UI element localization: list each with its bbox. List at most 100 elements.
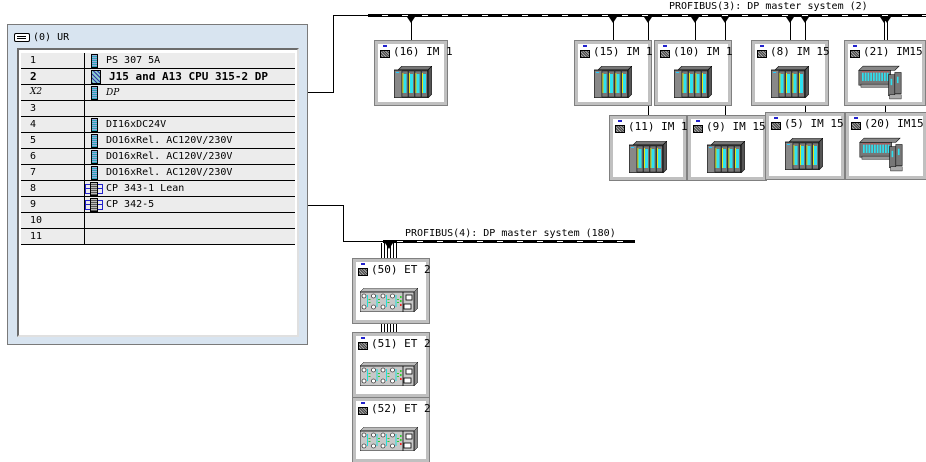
module-name: DP <box>106 87 120 98</box>
station-header: (8) IM 15 <box>757 45 830 58</box>
et-wire <box>387 322 388 334</box>
module-cell[interactable] <box>85 213 295 228</box>
station-label: (8) IM 15 <box>770 45 830 58</box>
dp-slave-icon <box>615 120 625 133</box>
station-label: (16) IM 1 <box>393 45 453 58</box>
dp-slave-station[interactable]: (16) IM 1 <box>374 40 453 106</box>
module-cell[interactable]: PS 307 5A <box>85 53 295 68</box>
station-label: (9) IM 15 <box>706 120 766 133</box>
slot-number: 8 <box>21 181 85 196</box>
module-cell[interactable] <box>85 101 295 116</box>
station-label: (52) ET 2 <box>371 402 431 415</box>
module-name: DO16xRel. AC120V/230V <box>106 151 233 162</box>
module-icon <box>91 165 98 180</box>
rack-row[interactable]: 8 CP 343-1 Lean <box>21 181 295 197</box>
et-wire <box>396 322 397 334</box>
dp-slave-station[interactable]: (5) IM 15 <box>765 112 845 180</box>
slot-number: 6 <box>21 149 85 164</box>
dp-slave-station[interactable]: (51) ET 2 <box>352 332 431 398</box>
rack-title-text: (0) UR <box>33 31 70 43</box>
dp-slave-station[interactable]: (50) ET 2 <box>352 258 431 324</box>
et-wire <box>381 243 382 261</box>
dp-slave-station[interactable]: (11) IM 1 <box>609 115 688 181</box>
station-header: (50) ET 2 <box>358 263 431 276</box>
module-icon <box>91 149 98 164</box>
profibus-3-dash <box>368 15 926 16</box>
station-label: (11) IM 1 <box>628 120 688 133</box>
s7-300-rack-icon <box>771 66 809 98</box>
dp-slave-station[interactable]: (20) IM15 <box>845 112 926 180</box>
profibus-4-dash <box>383 241 635 242</box>
station-label: (21) IM15 <box>863 45 923 58</box>
et-wire <box>390 322 391 334</box>
module-cell[interactable]: CP 342-5 <box>85 197 295 212</box>
station-header: (52) ET 2 <box>358 402 431 415</box>
et-wire <box>384 322 385 334</box>
cp-wire <box>343 205 344 242</box>
power-supply-icon <box>91 53 98 68</box>
slot-number: 4 <box>21 117 85 132</box>
module-cell[interactable]: DO16xRel. AC120V/230V <box>85 149 295 164</box>
dp-wire <box>308 92 334 93</box>
cp-wire <box>343 241 383 242</box>
et-wire <box>396 243 397 261</box>
rack-title: (0) UR <box>14 30 69 44</box>
slot-number: 2 <box>21 69 85 84</box>
slot-number: 5 <box>21 133 85 148</box>
dp-slave-station[interactable]: (8) IM 15 <box>751 40 830 106</box>
et200s-rack-icon <box>858 65 902 100</box>
module-cell[interactable]: DI16xDC24V <box>85 117 295 132</box>
rack-row[interactable]: 6 DO16xRel. AC120V/230V <box>21 149 295 165</box>
dp-slave-station[interactable]: (15) IM 1 <box>574 40 653 106</box>
rack-icon <box>14 32 30 42</box>
station-header: (5) IM 15 <box>771 117 844 130</box>
station-header: (11) IM 1 <box>615 120 688 133</box>
dp-slave-station[interactable]: (9) IM 15 <box>687 115 767 181</box>
module-cell[interactable] <box>85 229 295 244</box>
dp-slave-station[interactable]: (52) ET 2 <box>352 397 431 462</box>
rack-row[interactable]: 3 <box>21 101 295 117</box>
module-cell[interactable]: DO16xRel. AC120V/230V <box>85 133 295 148</box>
rack-row[interactable]: 5 DO16xRel. AC120V/230V <box>21 133 295 149</box>
station-label: (15) IM 1 <box>593 45 653 58</box>
et200-module-icon <box>360 288 418 312</box>
profibus-4-label: PROFIBUS(4): DP master system (180) <box>405 228 616 239</box>
module-cell[interactable]: CP 343-1 Lean <box>85 181 295 196</box>
et200s-rack-icon <box>859 137 903 172</box>
module-cell[interactable]: DO16xRel. AC120V/230V <box>85 165 295 180</box>
rack-row[interactable]: 10 <box>21 213 295 229</box>
dp-slave-icon <box>660 45 670 58</box>
slot-number: 7 <box>21 165 85 180</box>
station-label: (10) IM 1 <box>673 45 733 58</box>
module-name: DO16xRel. AC120V/230V <box>106 135 233 146</box>
station-label: (20) IM15 <box>864 117 924 130</box>
module-cell[interactable]: J15 and A13 CPU 315-2 DP <box>85 69 295 84</box>
dp-slave-icon <box>358 337 368 350</box>
et-wire <box>390 243 391 261</box>
s7-300-rack-icon <box>629 141 667 173</box>
rack-row[interactable]: 11 <box>21 229 295 245</box>
dp-wire <box>333 15 334 93</box>
module-name: CP 343-1 Lean <box>106 183 185 194</box>
cpu-icon <box>91 69 101 84</box>
bus-junction-icon <box>385 243 393 249</box>
s7-300-rack-icon <box>707 141 745 173</box>
slot-number: 3 <box>21 101 85 116</box>
station-header: (51) ET 2 <box>358 337 431 350</box>
dp-slave-icon <box>358 402 368 415</box>
slot-number: 1 <box>21 53 85 68</box>
dp-slave-station[interactable]: (21) IM15 <box>844 40 926 106</box>
dp-slave-station[interactable]: (10) IM 1 <box>654 40 733 106</box>
module-cell[interactable]: DP <box>85 85 295 100</box>
s7-300-rack-icon <box>785 138 823 170</box>
et200-module-icon <box>360 362 418 386</box>
station-header: (21) IM15 <box>850 45 923 58</box>
